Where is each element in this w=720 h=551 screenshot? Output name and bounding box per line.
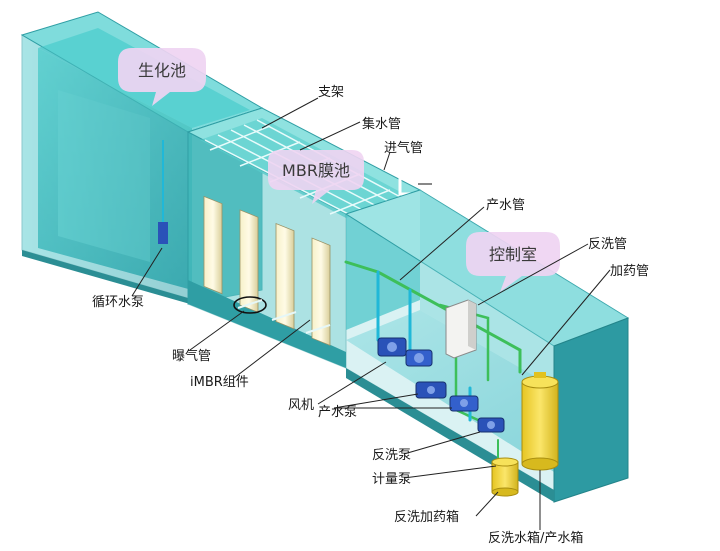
bubble-label-control-room: 控制室 xyxy=(489,245,537,264)
blowers xyxy=(377,337,433,367)
label-product-pump: 产水泵 xyxy=(318,405,357,420)
control-cabinet xyxy=(445,299,477,359)
backwash-product-tank-shape xyxy=(521,372,559,471)
bubble-mbr-tank: MBR膜池 xyxy=(268,150,364,204)
label-air-inlet-pipe: 进气管 xyxy=(384,140,423,156)
label-blower: 风机 xyxy=(288,398,314,413)
product-pumps xyxy=(415,381,479,412)
label-backwash-pump: 反洗泵 xyxy=(372,448,411,463)
bubble-control-room: 控制室 xyxy=(466,232,560,292)
label-product-pipe: 产水管 xyxy=(486,198,525,213)
label-backwash-dosing-tank: 反洗加药箱 xyxy=(394,509,459,525)
label-collector-pipe: 集水管 xyxy=(362,116,401,132)
circulation-pump-shape xyxy=(158,222,168,244)
bubble-biochem-tank: 生化池 xyxy=(118,48,206,106)
label-metering-pump: 计量泵 xyxy=(372,472,411,487)
label-support: 支架 xyxy=(318,85,344,100)
bubble-label-mbr-tank: MBR膜池 xyxy=(282,161,350,180)
label-backwash-product-tank: 反洗水箱/产水箱 xyxy=(488,530,583,546)
labels: 支架 集水管 进气管 产水管 反洗管 加药管 循环水泵 曝气管 iMBR组件 风… xyxy=(92,85,649,546)
label-aeration-pipe: 曝气管 xyxy=(172,348,211,364)
label-backwash-pipe: 反洗管 xyxy=(588,237,627,252)
leader-lines xyxy=(131,97,611,530)
bubble-label-biochem-tank: 生化池 xyxy=(138,61,186,80)
imbr-modules xyxy=(203,195,331,346)
label-circulation-pump: 循环水泵 xyxy=(92,295,144,310)
backwash-pump xyxy=(477,417,505,433)
label-imbr-module: iMBR组件 xyxy=(190,375,249,390)
backwash-dosing-tank-shape xyxy=(491,457,519,497)
aeration-pipe-highlight xyxy=(233,296,267,314)
label-dosing-pipe: 加药管 xyxy=(610,264,649,279)
